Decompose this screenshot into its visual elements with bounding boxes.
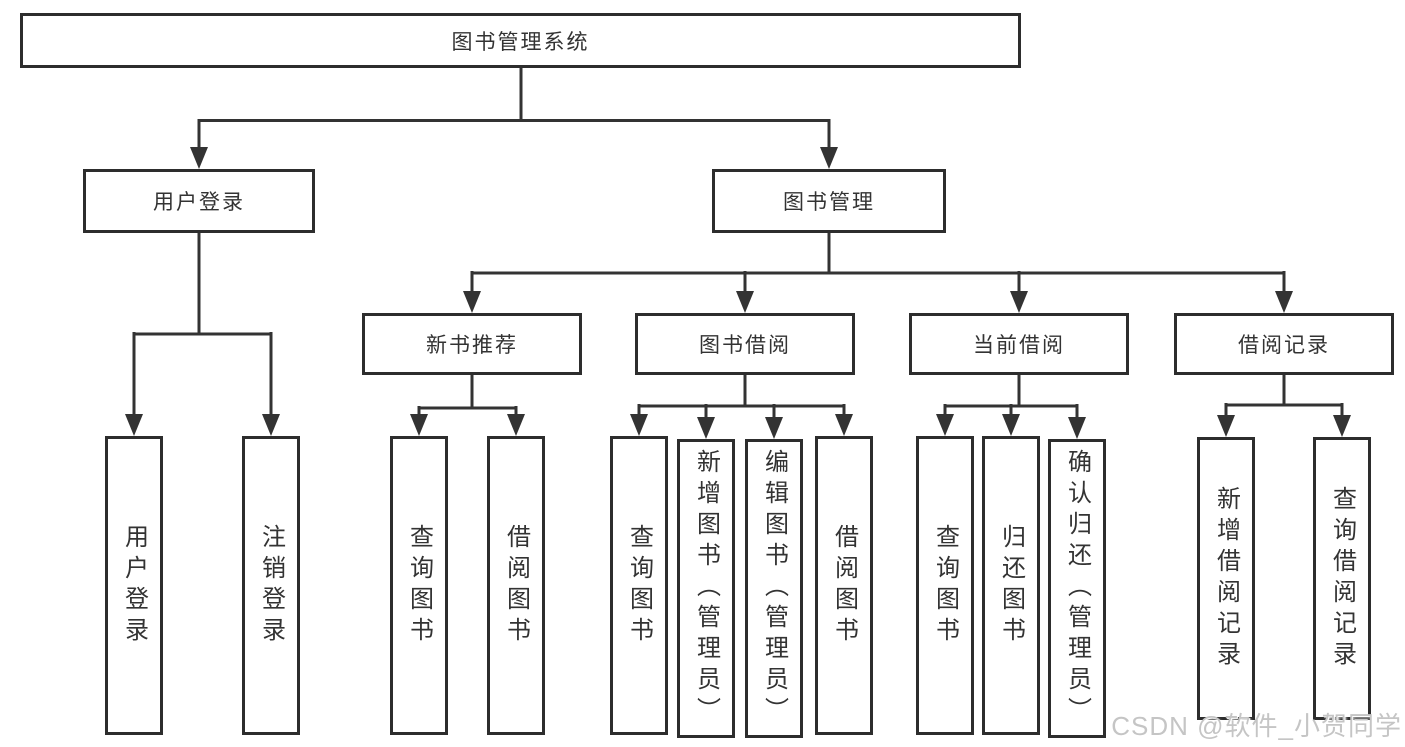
node-label: 图书管理 (783, 191, 875, 214)
node-borrow-records: 借阅记录 (1174, 313, 1394, 375)
node-label: 借阅图书 (830, 523, 858, 648)
leaf-add-book-admin: 新增图书（管理员） (677, 439, 735, 738)
arrowhead-icon (190, 147, 208, 169)
leaf-query-books-current: 查询图书 (916, 436, 974, 735)
node-label: 注销登录 (257, 523, 285, 648)
leaf-user-login: 用户登录 (105, 436, 163, 735)
watermark: CSDN @软件_小贺同学 (1111, 711, 1402, 741)
node-book-borrow: 图书借阅 (635, 313, 855, 375)
arrowhead-icon (1068, 417, 1086, 439)
node-label: 查询图书 (931, 523, 959, 648)
node-root: 图书管理系统 (20, 13, 1021, 68)
node-new-book-recommend: 新书推荐 (362, 313, 582, 375)
node-label: 查询借阅记录 (1328, 485, 1356, 672)
leaf-confirm-return-admin: 确认归还（管理员） (1048, 439, 1106, 738)
leaf-add-borrow-record: 新增借阅记录 (1197, 437, 1255, 720)
arrowhead-icon (736, 291, 754, 313)
arrowhead-icon (463, 291, 481, 313)
node-label: 归还图书 (997, 523, 1025, 648)
arrowhead-icon (1275, 291, 1293, 313)
arrowhead-icon (1002, 414, 1020, 436)
node-label: 当前借阅 (973, 334, 1065, 357)
arrowhead-icon (125, 414, 143, 436)
node-label: 新书推荐 (426, 334, 518, 357)
leaf-query-borrow-record: 查询借阅记录 (1313, 437, 1371, 720)
arrowhead-icon (410, 414, 428, 436)
node-book-management: 图书管理 (712, 169, 946, 233)
leaf-borrow-books-recommend: 借阅图书 (487, 436, 545, 735)
node-label: 新增图书（管理员） (692, 449, 720, 728)
leaf-query-books-borrow: 查询图书 (610, 436, 668, 735)
node-label: 借阅图书 (502, 523, 530, 648)
node-label: 图书借阅 (699, 334, 791, 357)
arrowhead-icon (1333, 415, 1351, 437)
node-label: 借阅记录 (1238, 334, 1330, 357)
arrowhead-icon (835, 414, 853, 436)
node-current-borrow: 当前借阅 (909, 313, 1129, 375)
arrowhead-icon (820, 147, 838, 169)
leaf-logout: 注销登录 (242, 436, 300, 735)
node-label: 用户登录 (153, 191, 245, 214)
arrowhead-icon (765, 417, 783, 439)
node-label: 查询图书 (625, 523, 653, 648)
node-label: 图书管理系统 (451, 30, 590, 54)
leaf-query-books-recommend: 查询图书 (390, 436, 448, 735)
leaf-borrow-books: 借阅图书 (815, 436, 873, 735)
arrowhead-icon (262, 414, 280, 436)
leaf-return-books: 归还图书 (982, 436, 1040, 735)
arrowhead-icon (1217, 415, 1235, 437)
node-label: 用户登录 (120, 523, 148, 648)
node-label: 编辑图书（管理员） (760, 449, 788, 728)
node-label: 新增借阅记录 (1212, 485, 1240, 672)
arrowhead-icon (507, 414, 525, 436)
leaf-edit-book-admin: 编辑图书（管理员） (745, 439, 803, 738)
node-label: 查询图书 (405, 523, 433, 648)
node-user-login: 用户登录 (83, 169, 315, 233)
arrowhead-icon (697, 417, 715, 439)
arrowhead-icon (630, 414, 648, 436)
arrowhead-icon (1010, 291, 1028, 313)
arrowhead-icon (936, 414, 954, 436)
node-label: 确认归还（管理员） (1063, 449, 1091, 728)
